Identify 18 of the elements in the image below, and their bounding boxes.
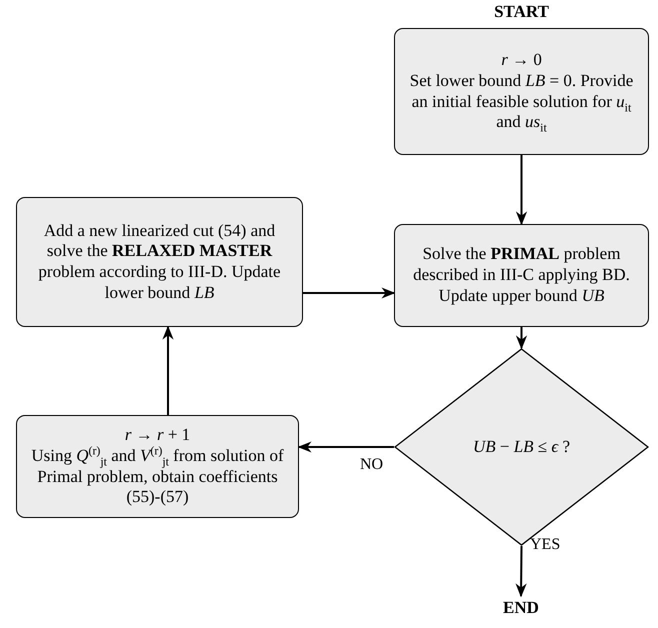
process-box <box>394 224 649 327</box>
step-text: Set lower bound LB = 0. Provide an initial feasible solution for u$_{it}$ and us$_{it}$ <box>408 70 634 133</box>
arrow <box>516 546 527 598</box>
arrow <box>162 326 174 415</box>
step-text: r → 0 <box>501 50 542 71</box>
step-text: r → r + 1 <box>124 425 190 446</box>
arrow <box>516 327 528 350</box>
step-text: Solve the PRIMAL problem described in III-C applying BD. Update upper bound UB <box>412 244 631 307</box>
arrow <box>516 155 528 226</box>
end-label: END <box>490 596 552 620</box>
step-text: Add a new linearized cut (54) and solve the RELAXED MASTER problem according to III-D. Update lower bound LB <box>37 220 282 304</box>
process-box <box>16 415 299 518</box>
process-box <box>16 197 303 327</box>
arrow <box>298 441 394 453</box>
step-text: Using Q$^{(r)}$$_{jt}$ and V$^{(r)}$$_{jt}$ from solution of Primal problem, obtain coefficients (55)-(57) <box>30 446 285 508</box>
condition-text: UB − LB ≤ ϵ ? <box>472 436 570 458</box>
arrow <box>303 287 396 299</box>
start-label: START <box>493 2 550 23</box>
